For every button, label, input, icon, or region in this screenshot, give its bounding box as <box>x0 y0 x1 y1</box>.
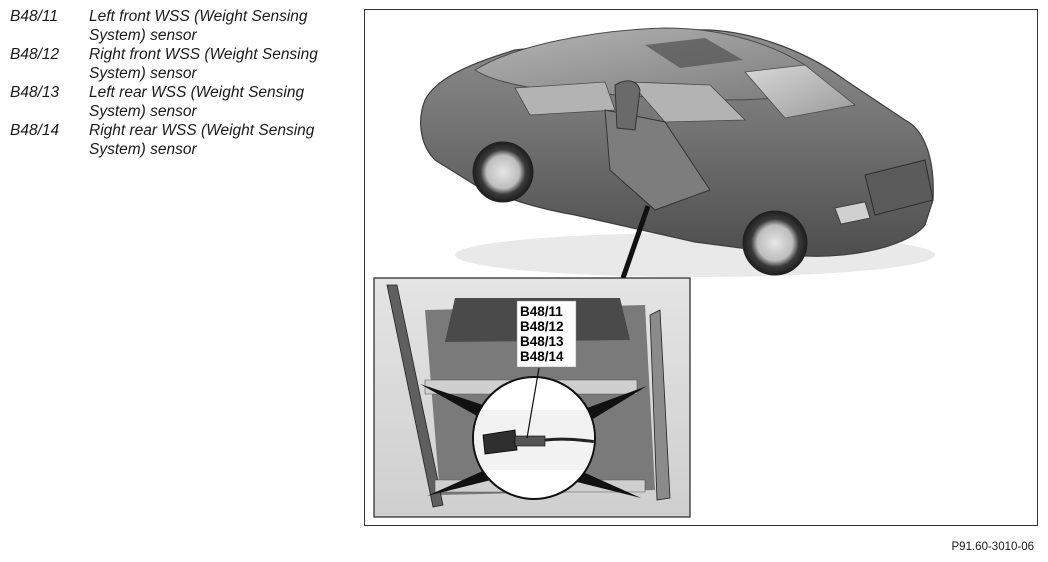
headlight <box>834 201 871 225</box>
figure-frame: B48/11 B48/12 B48/13 B48/14 <box>364 9 1038 526</box>
callout-pointer <box>620 205 651 279</box>
callout-label-box <box>516 300 577 368</box>
right-seat-rail <box>649 309 671 501</box>
legend-code: B48/14 <box>10 122 60 139</box>
callout-star <box>420 384 647 498</box>
callout-label: B48/14 <box>520 349 564 364</box>
callout-label: B48/11 <box>520 304 563 319</box>
seat <box>604 109 711 211</box>
inset-detail: B48/11 B48/12 B48/13 B48/14 <box>373 277 691 518</box>
legend-code: B48/13 <box>10 84 60 101</box>
sensor-closeup <box>474 410 594 470</box>
left-seat-rail <box>386 284 444 508</box>
rear-wheel <box>472 141 534 203</box>
legend-list: B48/11 Left front WSS (Weight Sensing Sy… <box>10 8 350 160</box>
legend-description: Left rear WSS (Weight Sensing System) se… <box>89 84 305 120</box>
windshield <box>744 64 856 119</box>
front-side-window <box>629 81 746 123</box>
legend-description: Right rear WSS (Weight Sensing System) s… <box>89 122 315 158</box>
legend-item-b48-11: B48/11 Left front WSS (Weight Sensing Sy… <box>10 8 350 45</box>
legend-item-b48-14: B48/14 Right rear WSS (Weight Sensing Sy… <box>10 122 350 159</box>
legend-code: B48/11 <box>10 8 58 25</box>
label-leader <box>526 367 540 439</box>
callout-label: B48/13 <box>520 334 564 349</box>
rear-side-window <box>514 81 616 116</box>
front-wheel <box>742 210 808 276</box>
figure-reference: P91.60-3010-06 <box>951 541 1034 553</box>
callout-label: B48/12 <box>520 319 564 334</box>
legend-description: Right front WSS (Weight Sensing System) … <box>89 46 318 82</box>
car-drawing <box>420 27 935 277</box>
legend-code: B48/12 <box>10 46 60 63</box>
legend-item-b48-13: B48/13 Left rear WSS (Weight Sensing Sys… <box>10 84 350 121</box>
vehicle-illustration: B48/11 B48/12 B48/13 B48/14 <box>373 27 935 518</box>
legend-description: Left front WSS (Weight Sensing System) s… <box>89 8 308 44</box>
grille <box>864 159 934 216</box>
legend-item-b48-12: B48/12 Right front WSS (Weight Sensing S… <box>10 46 350 83</box>
sunroof <box>645 38 743 68</box>
seat-backrest <box>614 80 641 131</box>
